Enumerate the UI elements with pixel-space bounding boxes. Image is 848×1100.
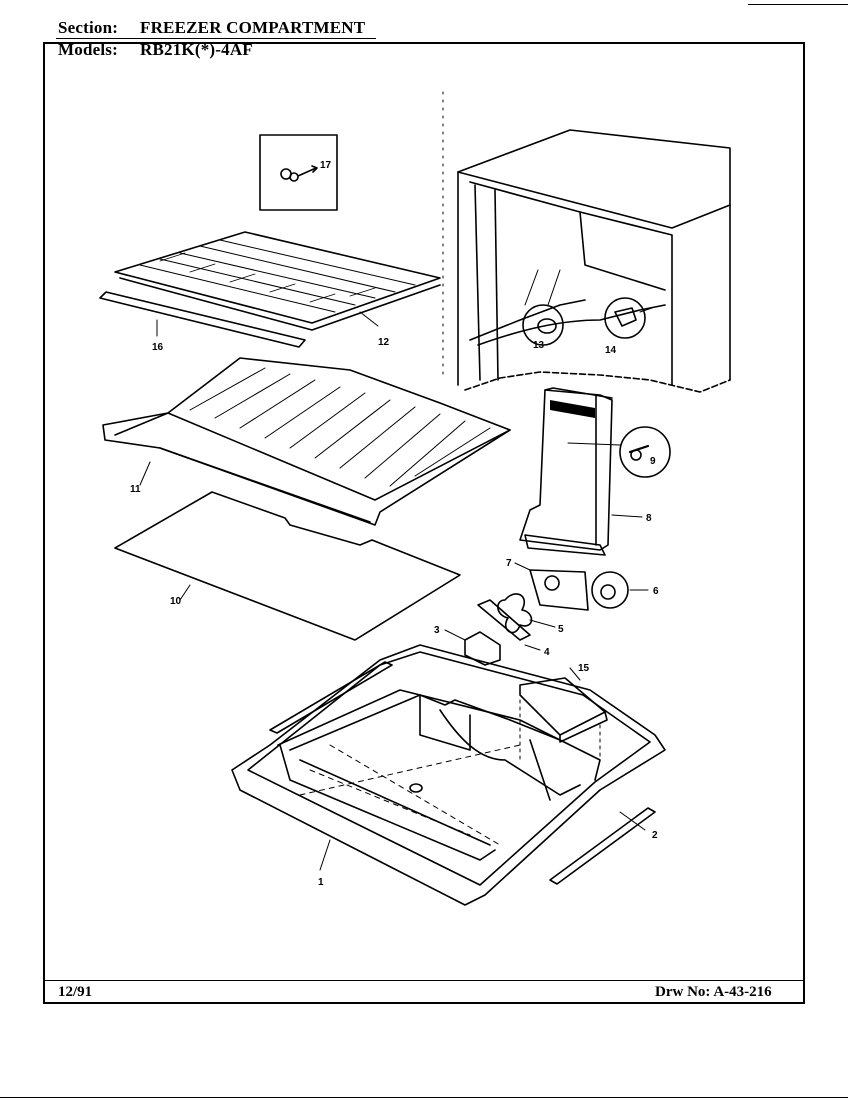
- part-7-fan-bracket: [514, 562, 589, 611]
- part-11-shelf-tray: [102, 357, 511, 526]
- part-8-evaporator-cover: [519, 387, 643, 556]
- page-bottom-rule: [0, 1097, 848, 1098]
- part-6-motor-callout: [591, 571, 649, 609]
- part-label-11: 11: [130, 484, 141, 495]
- part-15-air-duct: [519, 667, 608, 761]
- part-3-motor: [444, 629, 501, 666]
- footer-rule: [44, 980, 804, 981]
- drawing-frame: [43, 42, 805, 1004]
- part-label-7: 7: [506, 558, 512, 569]
- drawing-number: Drw No: A-43-216: [655, 984, 772, 1000]
- part-label-10: 10: [170, 596, 182, 607]
- part-label-3: 3: [434, 625, 440, 636]
- part-label-2: 2: [652, 830, 658, 841]
- part-label-16: 16: [152, 342, 164, 353]
- part-label-17: 17: [320, 160, 332, 171]
- part-label-9: 9: [650, 456, 656, 467]
- part-5-fan-blade: [497, 593, 556, 634]
- part-label-6: 6: [653, 586, 659, 597]
- part-label-8: 8: [646, 513, 652, 524]
- models-label: Models:: [58, 40, 118, 59]
- part-label-12: 12: [378, 337, 390, 348]
- corner-rule: [748, 4, 848, 5]
- part-label-13: 13: [533, 340, 545, 351]
- part-2-trim-rail: [269, 661, 656, 885]
- part-label-1: 1: [318, 877, 324, 888]
- part-label-15: 15: [578, 663, 590, 674]
- part-12-wire-shelf: [114, 231, 441, 331]
- part-label-5: 5: [558, 624, 564, 635]
- revision-date: 12/91: [58, 984, 93, 1000]
- section-title: FREEZER COMPARTMENT: [140, 18, 366, 37]
- part-4-bracket: [477, 599, 541, 651]
- part-label-4: 4: [544, 647, 550, 658]
- header-rule: [56, 38, 376, 39]
- section-label: Section:: [58, 18, 119, 37]
- part-label-14: 14: [605, 345, 617, 356]
- part-9-screw-callout: [619, 426, 671, 478]
- freezer-cabinet-interior: [457, 129, 731, 393]
- models-value: RB21K(*)-4AF: [140, 40, 253, 59]
- part-16-shelf-trim: [99, 291, 306, 348]
- part-1-freezer-bottom: [231, 644, 666, 906]
- part-17-inset: [259, 134, 338, 211]
- part-10-sheet: [114, 491, 461, 641]
